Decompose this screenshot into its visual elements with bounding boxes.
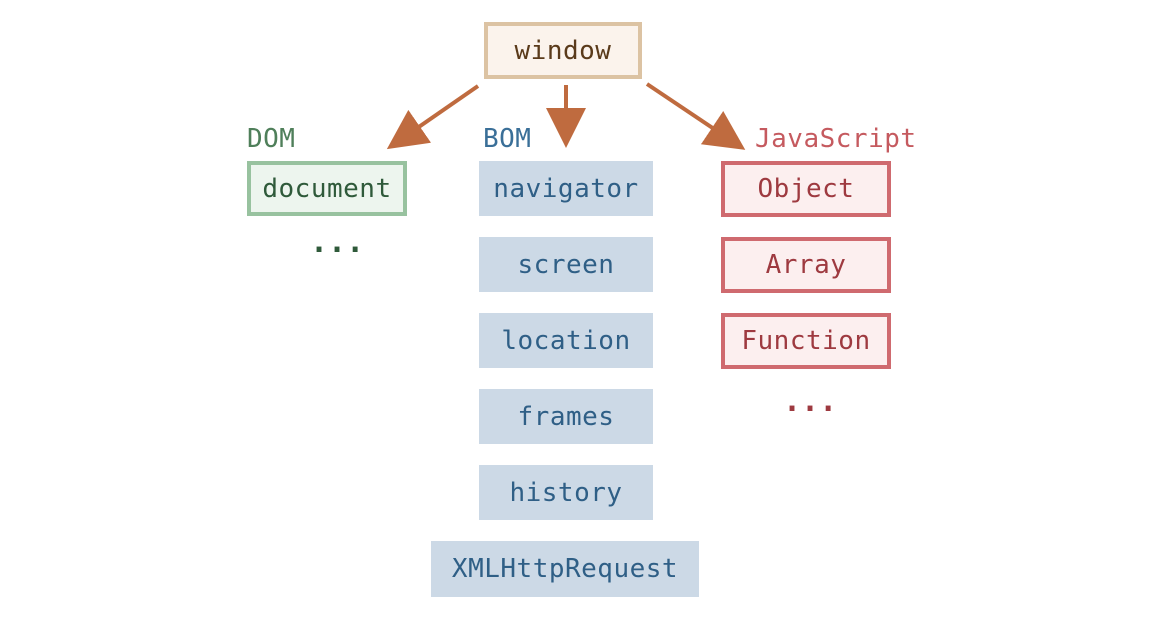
- bom-xmlhttprequest-label: XMLHttpRequest: [451, 554, 679, 584]
- document-node: document: [247, 161, 407, 216]
- js-more-ellipsis: ...: [783, 384, 838, 419]
- window-label: window: [514, 35, 612, 66]
- js-group-label: JavaScript: [755, 124, 917, 154]
- dom-more-ellipsis: ...: [310, 225, 365, 260]
- window-node: window: [484, 22, 642, 79]
- arrow-window-to-js: [645, 82, 746, 150]
- bom-frames-node: frames: [479, 389, 653, 444]
- bom-group-label: BOM: [483, 124, 532, 154]
- dom-group-label: DOM: [247, 124, 296, 154]
- bom-history-node: history: [479, 465, 653, 520]
- bom-screen-node: screen: [479, 237, 653, 292]
- js-object-label: Object: [757, 174, 855, 204]
- js-object-node: Object: [721, 161, 891, 217]
- js-array-label: Array: [765, 250, 847, 280]
- js-function-label: Function: [741, 326, 871, 356]
- bom-location-label: location: [501, 325, 631, 356]
- bom-navigator-node: navigator: [479, 161, 653, 216]
- bom-xmlhttprequest-node: XMLHttpRequest: [431, 541, 699, 597]
- document-label: document: [262, 173, 392, 204]
- bom-location-node: location: [479, 313, 653, 368]
- bom-screen-label: screen: [517, 249, 615, 280]
- arrow-window-to-dom: [386, 84, 480, 150]
- js-array-node: Array: [721, 237, 891, 293]
- js-function-node: Function: [721, 313, 891, 369]
- bom-frames-label: frames: [517, 401, 615, 432]
- bom-navigator-label: navigator: [493, 173, 639, 204]
- bom-history-label: history: [509, 477, 623, 508]
